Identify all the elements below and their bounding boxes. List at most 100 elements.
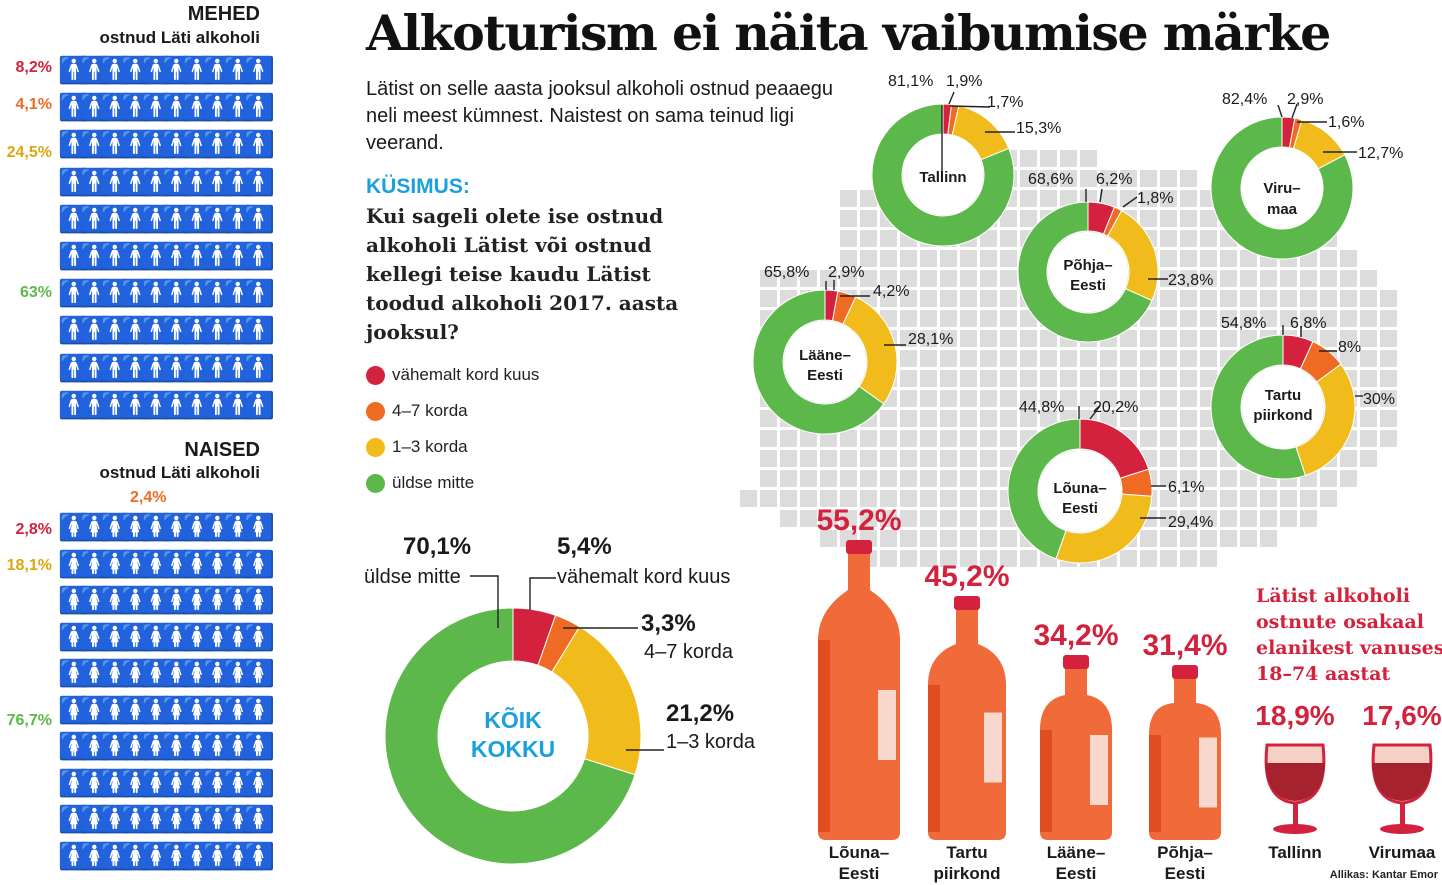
man-icon: 🚹 <box>58 390 90 421</box>
map-tile <box>1140 170 1157 187</box>
map-tile <box>840 470 857 487</box>
map-tile <box>920 370 937 387</box>
map-tile <box>1160 170 1177 187</box>
map-tile <box>1160 270 1177 287</box>
women-pct-monthly: 2,8% <box>15 521 52 538</box>
map-tile <box>1160 390 1177 407</box>
map-tile <box>1360 270 1377 287</box>
donut-Viru-maa <box>1210 116 1354 260</box>
legend-item-4-7: 4–7 korda <box>366 401 468 422</box>
map-tile <box>840 490 857 507</box>
woman-icon: 🚺 <box>119 622 152 653</box>
man-icon: 🚹 <box>119 390 152 421</box>
map-tile <box>920 270 937 287</box>
woman-icon: 🚺 <box>160 695 193 726</box>
donut-region-label: Viru– <box>1263 180 1300 197</box>
map-tile <box>900 250 917 267</box>
map-tile <box>1120 390 1137 407</box>
map-tile <box>1000 230 1017 247</box>
map-tile <box>1020 410 1037 427</box>
man-icon: 🚹 <box>222 56 254 86</box>
man-icon: 🚹 <box>58 279 90 310</box>
map-tile <box>860 510 877 527</box>
map-tile <box>980 530 997 547</box>
map-tile <box>1240 270 1257 287</box>
man-icon: 🚹 <box>201 93 234 124</box>
donut-segment <box>1007 418 1081 560</box>
donut-hole <box>903 135 983 215</box>
man-icon: 🚹 <box>201 56 234 86</box>
woman-icon: 🚺 <box>78 549 111 580</box>
woman-icon: 🚺 <box>119 768 152 799</box>
map-tile <box>1060 170 1077 187</box>
donut-Tallinn <box>871 103 1015 247</box>
bottle-label <box>1090 735 1108 805</box>
man-icon: 🚹 <box>201 390 234 421</box>
man-icon: 🚹 <box>119 242 152 272</box>
legend-item-1-3: 1–3 korda <box>366 437 468 458</box>
woman-icon: 🚺 <box>58 513 90 543</box>
map-tile <box>1000 550 1017 567</box>
map-tile <box>1160 530 1177 547</box>
man-icon: 🚹 <box>119 279 152 310</box>
woman-icon: 🚺 <box>242 841 275 872</box>
man-icon: 🚹 <box>181 353 213 384</box>
man-icon: 🚹 <box>58 316 90 347</box>
donut-value-label: 15,3% <box>1016 120 1061 137</box>
man-icon: 🚹 <box>242 93 275 124</box>
leader-line <box>1089 405 1101 420</box>
donut-region-label: piirkond <box>1253 407 1312 424</box>
donut-value-label: 20,2% <box>1093 399 1138 416</box>
man-icon: 🚹 <box>242 279 275 310</box>
map-tile <box>1240 490 1257 507</box>
woman-icon: 🚺 <box>222 513 254 543</box>
man-icon: 🚹 <box>140 279 172 310</box>
total-center-label: KÕIK <box>484 706 542 733</box>
leader-line <box>1277 104 1283 118</box>
map-tile <box>1160 470 1177 487</box>
map-tile <box>1200 250 1217 267</box>
map-tile <box>920 530 937 547</box>
map-tile <box>760 270 777 287</box>
donut-Põhja-Eesti <box>1017 201 1159 343</box>
glass-foot <box>1380 824 1424 834</box>
man-icon: 🚹 <box>160 167 193 198</box>
bottle-cap <box>1172 665 1198 679</box>
donut-region-label: Tallinn <box>919 169 966 186</box>
map-tile <box>1140 530 1157 547</box>
map-tile <box>900 410 917 427</box>
map-tile <box>1300 290 1317 307</box>
map-tile <box>1240 470 1257 487</box>
donut-value-label: 23,8% <box>1168 272 1213 289</box>
donut-Tartu piirkond <box>1210 334 1356 480</box>
man-icon: 🚹 <box>119 93 152 124</box>
bar-value-label: 45,2% <box>924 560 1009 593</box>
glass-wine <box>1372 763 1432 801</box>
donut-value-label: 82,4% <box>1222 91 1267 108</box>
map-tile <box>1180 450 1197 467</box>
man-icon: 🚹 <box>242 353 275 384</box>
man-icon: 🚹 <box>140 353 172 384</box>
map-tile <box>1040 370 1057 387</box>
map-tile <box>1160 230 1177 247</box>
map-tile <box>1320 270 1337 287</box>
man-icon: 🚹 <box>58 353 90 384</box>
man-icon: 🚹 <box>78 316 111 347</box>
map-tile <box>1240 510 1257 527</box>
map-tile <box>1300 310 1317 327</box>
map-tile <box>1180 430 1197 447</box>
map-tile <box>840 450 857 467</box>
map-tile <box>840 210 857 227</box>
bar-value-label: 34,2% <box>1033 619 1118 652</box>
map-tile <box>940 410 957 427</box>
map-tile <box>1360 370 1377 387</box>
woman-icon: 🚺 <box>78 805 111 835</box>
map-tile <box>980 510 997 527</box>
man-icon: 🚹 <box>140 204 172 235</box>
map-tile <box>800 270 817 287</box>
woman-icon: 🚺 <box>58 805 90 835</box>
bottle-shade <box>1149 735 1161 832</box>
man-icon: 🚹 <box>222 279 254 310</box>
map-tile <box>880 510 897 527</box>
bottle-body <box>818 550 900 840</box>
